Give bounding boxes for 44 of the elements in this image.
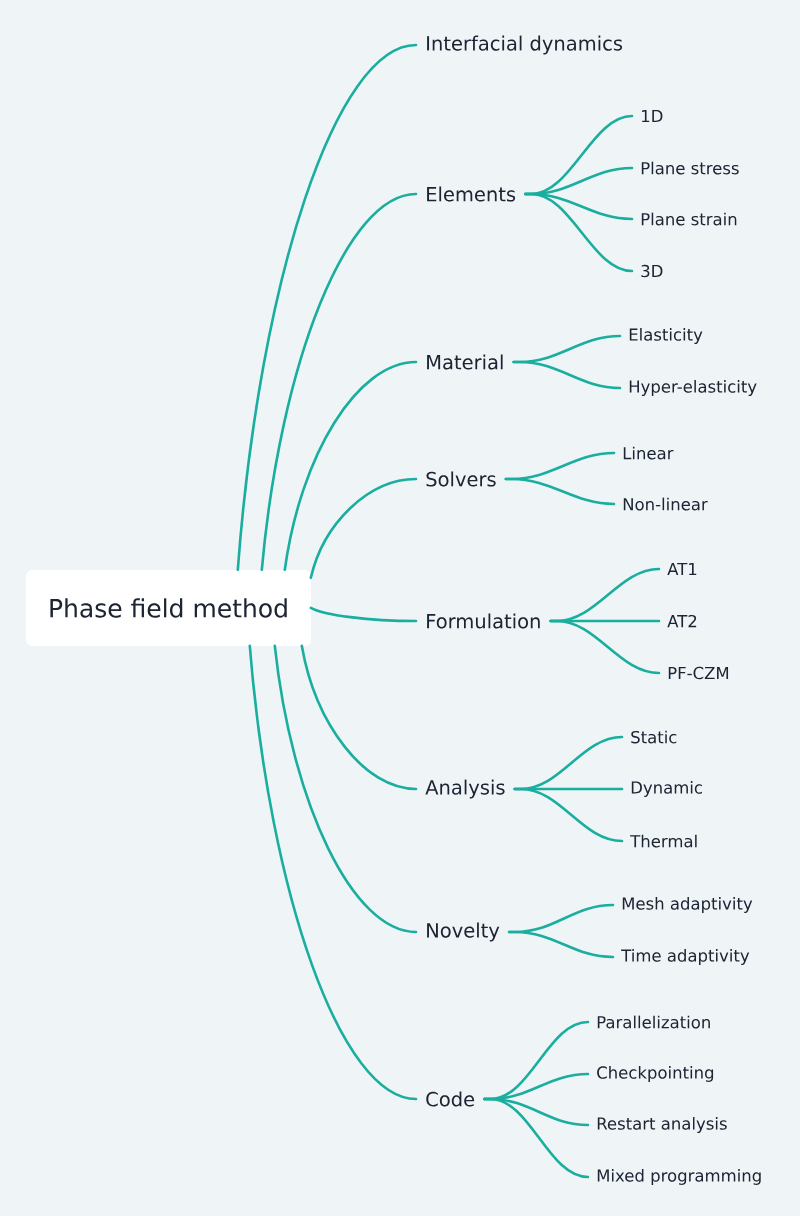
leaf-label: Plane stress: [641, 161, 739, 175]
branch-line: [260, 192, 418, 572]
branch-line: [524, 192, 634, 273]
leaf-label: Mesh adaptivity: [622, 897, 753, 913]
branch-line: [283, 360, 418, 572]
branch-line: [236, 43, 418, 572]
branch-label: Solvers: [426, 471, 496, 487]
branch-line: [309, 477, 418, 580]
branch-label: Code: [426, 1091, 475, 1107]
branch-label: Elements: [427, 186, 516, 202]
leaf-label: 3D: [641, 264, 663, 278]
leaf-label: Linear: [623, 446, 674, 460]
leaf-label: Thermal: [630, 834, 697, 848]
leaf-label: Non-linear: [623, 497, 708, 511]
leaf-label: Checkpointing: [597, 1066, 714, 1082]
leaf-label: Static: [631, 730, 677, 744]
leaf-label: Plane strain: [641, 212, 737, 226]
branch-line: [248, 644, 418, 1101]
leaf-label: AT1: [667, 563, 697, 575]
leaf-label: Time adaptivity: [621, 949, 750, 965]
branch-line: [504, 477, 616, 506]
branch-line: [513, 787, 624, 843]
leaf-label: 1D: [642, 110, 663, 123]
branch-label: Formulation: [427, 613, 540, 629]
branch-label: Material: [427, 354, 503, 370]
branch-line: [273, 644, 418, 934]
branch-line: [507, 930, 615, 959]
leaf-label: PF-CZM: [668, 666, 729, 680]
branch-line: [549, 619, 661, 675]
branch-label: Interfacial dynamics: [427, 35, 623, 55]
branch-line: [512, 360, 622, 390]
branch-label: Analysis: [425, 779, 505, 799]
branch-line: [309, 606, 418, 623]
branch-line: [483, 1097, 590, 1179]
leaf-label: Hyper-elasticity: [629, 380, 757, 396]
branch-label: Novelty: [427, 922, 500, 942]
branch-line: [300, 644, 418, 791]
leaf-label: Mixed programming: [597, 1169, 761, 1185]
root-box: Phase field method: [26, 570, 311, 646]
leaf-label: Restart analysis: [597, 1117, 727, 1133]
leaf-label: Dynamic: [631, 781, 702, 797]
leaf-label: Elasticity: [629, 328, 703, 344]
leaf-label: Parallelization: [597, 1015, 710, 1029]
leaf-label: AT2: [667, 614, 697, 628]
